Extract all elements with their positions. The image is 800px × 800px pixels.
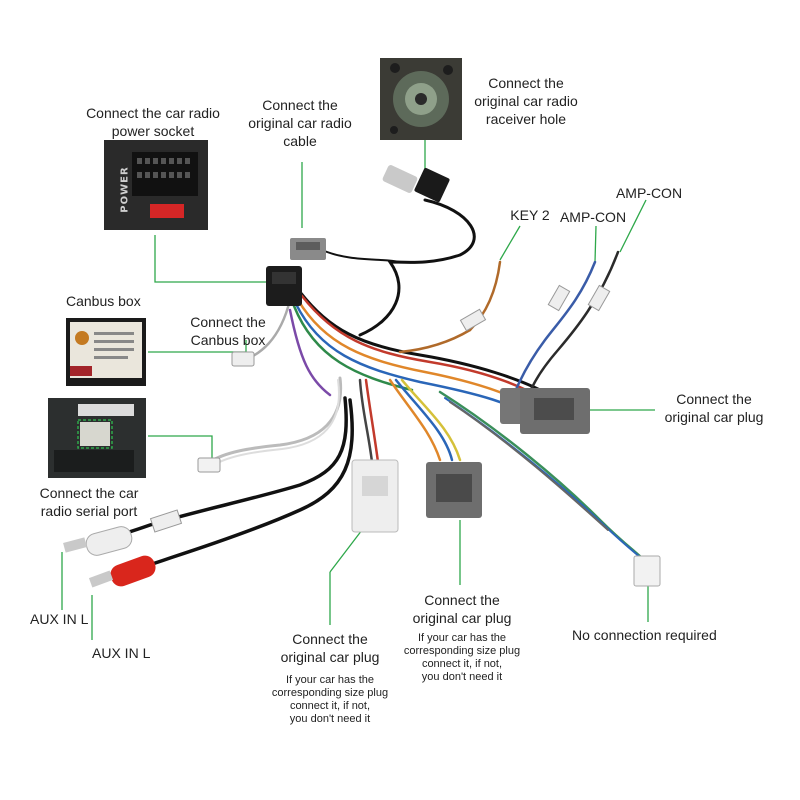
label-canbus-box: Canbus box <box>66 293 141 309</box>
aux-tag <box>149 509 183 533</box>
no-connection-plug <box>633 555 661 587</box>
amp-con-tag-2 <box>587 284 611 312</box>
gray-plug <box>426 462 482 518</box>
key2-tag <box>459 308 487 332</box>
serial-plug <box>197 457 221 473</box>
label-no-connection: No connection required <box>572 627 717 643</box>
label-amp-con-1: AMP-CON <box>559 209 627 225</box>
label-amp-con-2: AMP-CON <box>615 185 683 201</box>
white-plug <box>351 459 399 533</box>
rca-red-plug <box>88 555 156 588</box>
power-socket-print: POWER <box>119 166 131 213</box>
rca-white-plug <box>63 526 133 556</box>
callout-lines <box>61 140 655 640</box>
power-socket-photo <box>104 140 208 230</box>
amp-con-tag-1 <box>547 284 571 312</box>
main-harness-plug <box>266 266 302 306</box>
serial-port-photo <box>48 398 146 478</box>
receiver-hole-photo <box>380 58 462 140</box>
label-aux-in-l-1: AUX IN L <box>30 611 89 627</box>
canbus-plug <box>231 351 255 367</box>
original-car-plug-right <box>500 388 590 434</box>
antenna-plug <box>382 165 450 203</box>
label-aux-in-l-2: AUX IN L <box>92 645 151 661</box>
canbus-box-photo <box>66 318 146 386</box>
radio-cable-connector <box>290 238 326 260</box>
label-key2: KEY 2 <box>510 207 550 223</box>
